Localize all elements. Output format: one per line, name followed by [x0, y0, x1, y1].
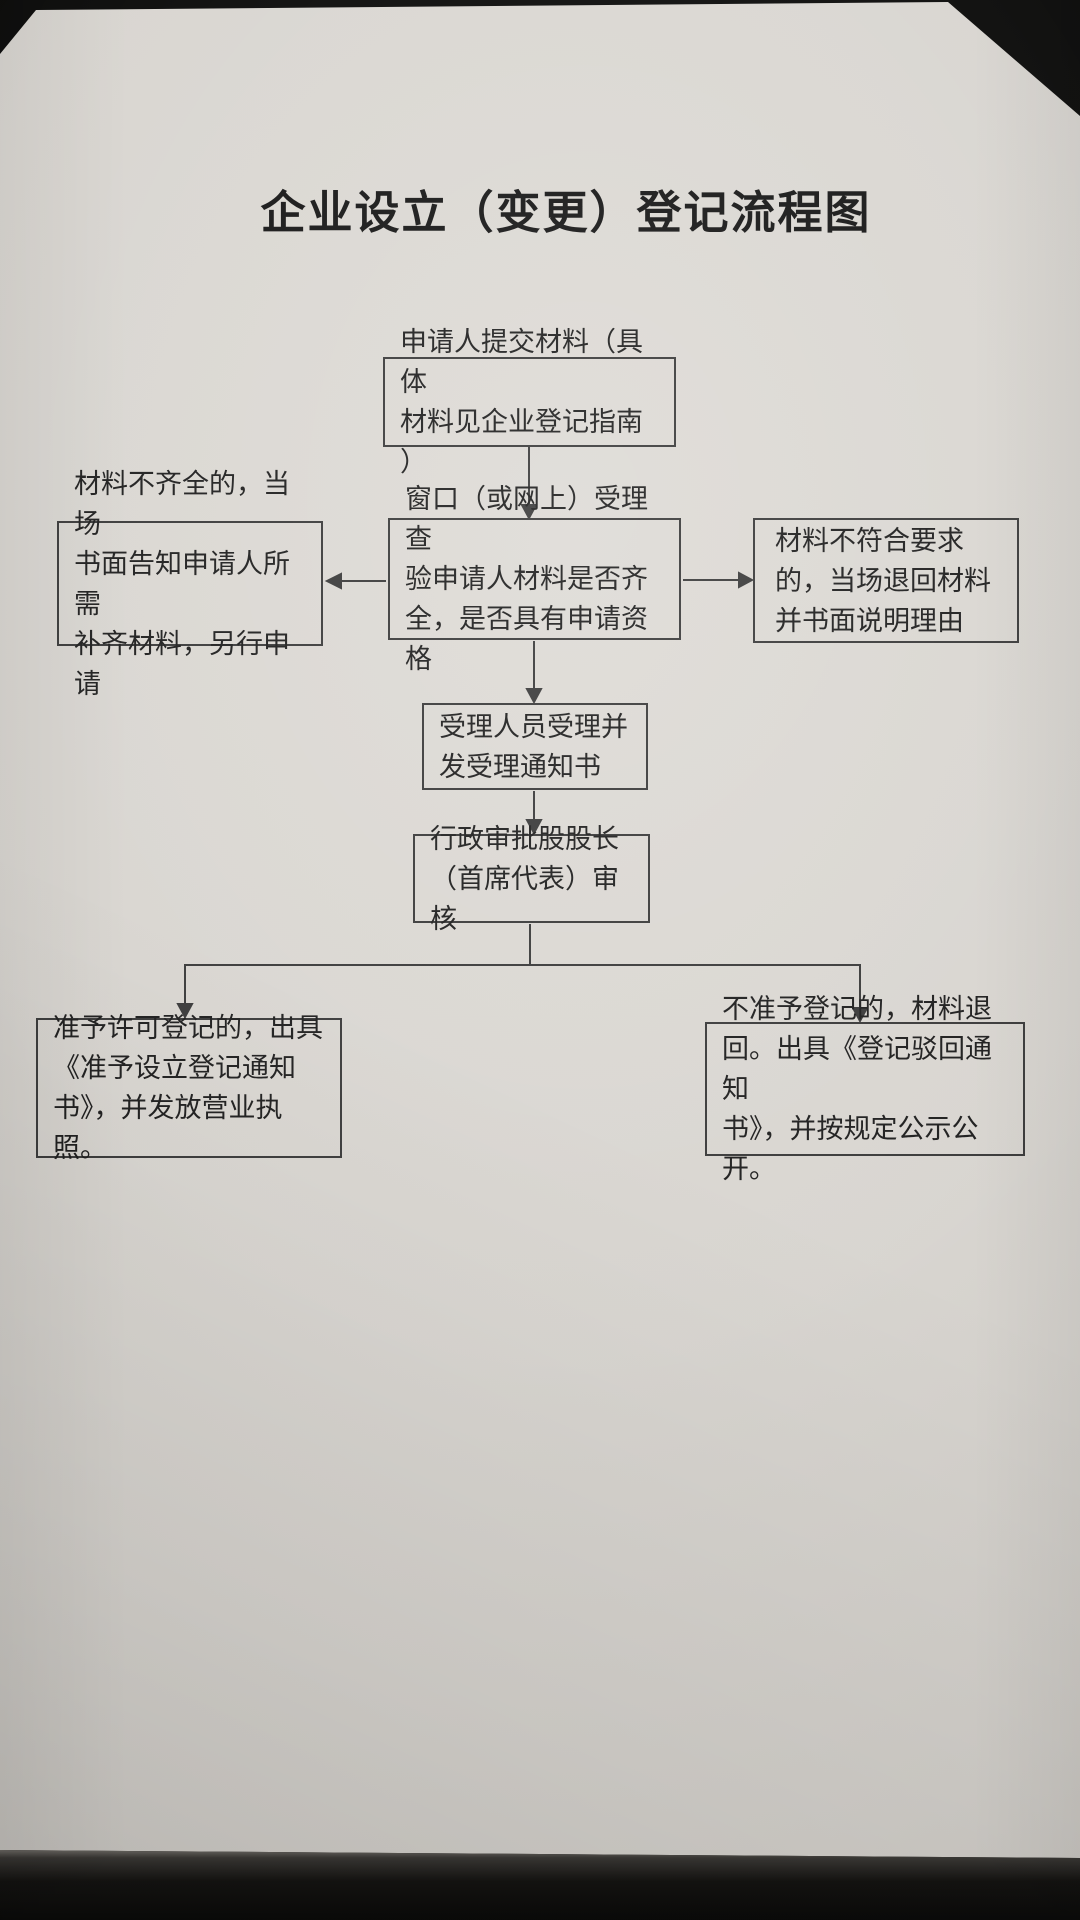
node-registration-rejected: 不准予登记的，材料退 回。出具《登记驳回通知 书》，并按规定公示公开。 [705, 994, 1025, 1184]
node-materials-incomplete: 材料不齐全的，当场 书面告知申请人所需 补齐材料，另行申请 [57, 469, 323, 699]
node-window-check: 窗口（或网上）受理查 验申请人材料是否齐 全，是否具有申请资格 [388, 484, 681, 674]
node-acceptance-notice-label: 受理人员受理并 发受理通知书 [439, 711, 628, 782]
node-materials-nonconforming: 材料不符合要求 的，当场退回材料 并书面说明理由 [753, 518, 1019, 643]
node-section-chief-review-label: 行政审批股股长 （首席代表）审核 [430, 823, 619, 934]
page-title: 企业设立（变更）登记流程图 [260, 187, 872, 238]
node-section-chief-review: 行政审批股股长 （首席代表）审核 [413, 824, 650, 934]
node-window-check-label: 窗口（或网上）受理查 验申请人材料是否齐 全，是否具有申请资格 [405, 484, 648, 674]
node-registration-approved: 准予许可登记的，出具 《准予设立登记通知 书》，并发放营业执照。 [36, 1013, 342, 1163]
node-acceptance-notice: 受理人员受理并 发受理通知书 [422, 703, 648, 790]
node-materials-nonconforming-label: 材料不符合要求 的，当场退回材料 并书面说明理由 [775, 525, 991, 636]
node-registration-rejected-label: 不准予登记的，材料退 回。出具《登记驳回通知 书》，并按规定公示公开。 [722, 994, 992, 1184]
node-submit-materials-label: 申请人提交材料（具体 材料见企业登记指南 ） [400, 327, 643, 477]
node-submit-materials: 申请人提交材料（具体 材料见企业登记指南 ） [383, 327, 676, 477]
table-surface-strip [0, 1850, 1080, 1920]
node-registration-approved-label: 准予许可登记的，出具 《准予设立登记通知 书》，并发放营业执照。 [53, 1013, 323, 1163]
node-materials-incomplete-label: 材料不齐全的，当场 书面告知申请人所需 补齐材料，另行申请 [74, 468, 290, 699]
